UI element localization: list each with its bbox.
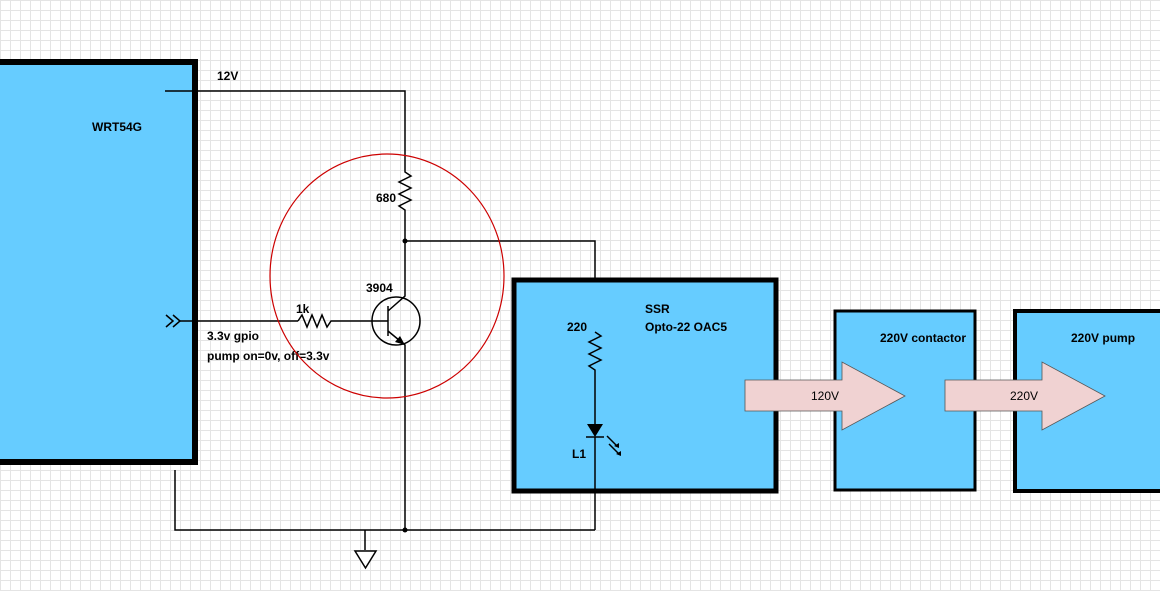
emitter-arrow-icon [395,336,405,345]
ssr-block[interactable]: SSR Opto-22 OAC5 [511,277,779,494]
pump-label: 220V pump [1071,331,1135,345]
resistor-220-label: 220 [567,320,587,334]
transistor-3904: 3904 [366,281,421,530]
arrow-120v: 120V [744,361,906,431]
led-label: L1 [572,447,586,461]
gpio-label: 3.3v gpio [207,329,259,343]
arrow-220v-label: 220V [1010,389,1038,403]
supply-wire: 12V [165,69,406,150]
transistor-leads [372,285,406,530]
arrow-220v: 220V [944,361,1106,431]
led-emission-icon [606,435,620,455]
led-diode-icon [587,424,603,437]
ssr-title: SSR [645,302,670,316]
transistor-label: 3904 [366,281,393,295]
resistor-1k: 1k [296,302,372,329]
contactor-label: 220V contactor [880,331,966,345]
gpio-note: pump on=0v, off=3.3v [207,349,330,363]
ground-wire [174,470,595,570]
highlight-circle [269,153,505,399]
arrow-120v-label: 120V [811,389,839,403]
resistor-220: 220 [567,320,603,424]
ssr-model: Opto-22 OAC5 [645,320,727,334]
supply-label: 12V [217,69,238,83]
ground-junction [402,527,408,533]
router-block[interactable]: WRT54G [0,59,198,465]
resistor-680-label: 680 [376,191,396,205]
resistor-680: 680 [376,150,413,285]
led-l1: L1 [572,424,621,530]
ground-symbol-icon [353,550,378,570]
router-label: WRT54G [92,120,142,134]
gpio-input: 3.3v gpio pump on=0v, off=3.3v [165,314,330,363]
resistor-1k-label: 1k [296,302,310,316]
